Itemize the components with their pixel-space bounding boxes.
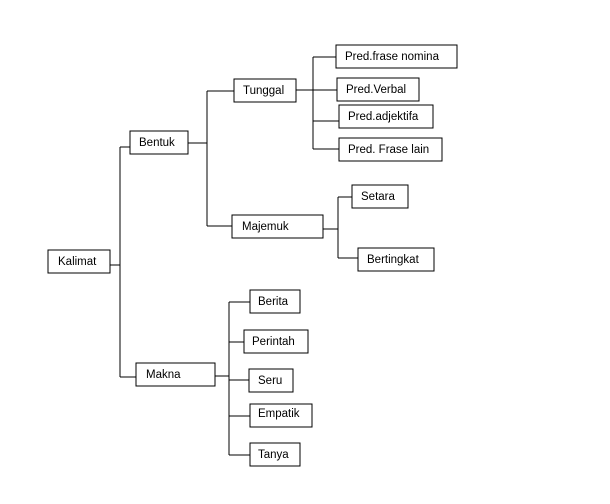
node-majemuk: Majemuk [231, 214, 324, 239]
node-berita: Berita [249, 289, 301, 314]
connectors [110, 56, 358, 456]
node-label: Tunggal [243, 85, 284, 97]
node-label: Pred.Verbal [346, 84, 406, 96]
node-label: Pred.adjektifa [348, 111, 419, 123]
node-label: Makna [146, 369, 181, 381]
node-pred-frase-nomina: Pred.frase nomina [335, 44, 458, 69]
node-label: Pred. Frase lain [348, 144, 429, 156]
edge-tunggal-trunk [296, 56, 339, 150]
edge-kalimat-trunk [110, 146, 136, 378]
node-label: Majemuk [242, 221, 289, 233]
edge-bentuk-trunk [188, 90, 234, 227]
node-kalimat: Kalimat [47, 249, 111, 274]
edge-majemuk-trunk [323, 196, 358, 259]
node-seru: Seru [248, 368, 294, 393]
node-label: Berita [258, 296, 289, 308]
edge-makna-trunk [215, 301, 250, 456]
node-label: Bentuk [139, 137, 175, 149]
node-label: Tanya [258, 449, 289, 461]
node-bentuk: Bentuk [129, 130, 189, 155]
node-label: Bertingkat [367, 254, 420, 266]
node-label: Kalimat [58, 256, 97, 268]
node-makna: Makna [135, 362, 216, 387]
node-label: Empatik [258, 408, 300, 420]
node-pred-adjektifa: Pred.adjektifa [338, 104, 434, 129]
node-label: Pred.frase nomina [345, 51, 440, 63]
node-pred-verbal: Pred.Verbal [336, 77, 420, 102]
node-tunggal: Tunggal [233, 78, 297, 103]
node-perintah: Perintah [243, 329, 309, 354]
node-tanya: Tanya [249, 442, 301, 467]
node-label: Setara [361, 191, 395, 203]
node-label: Seru [258, 375, 282, 387]
node-pred-frase-lain: Pred. Frase lain [338, 137, 443, 162]
node-empatik: Empatik [249, 403, 313, 428]
node-label: Perintah [252, 336, 295, 348]
node-bertingkat: Bertingkat [357, 247, 435, 272]
node-setara: Setara [351, 184, 409, 209]
